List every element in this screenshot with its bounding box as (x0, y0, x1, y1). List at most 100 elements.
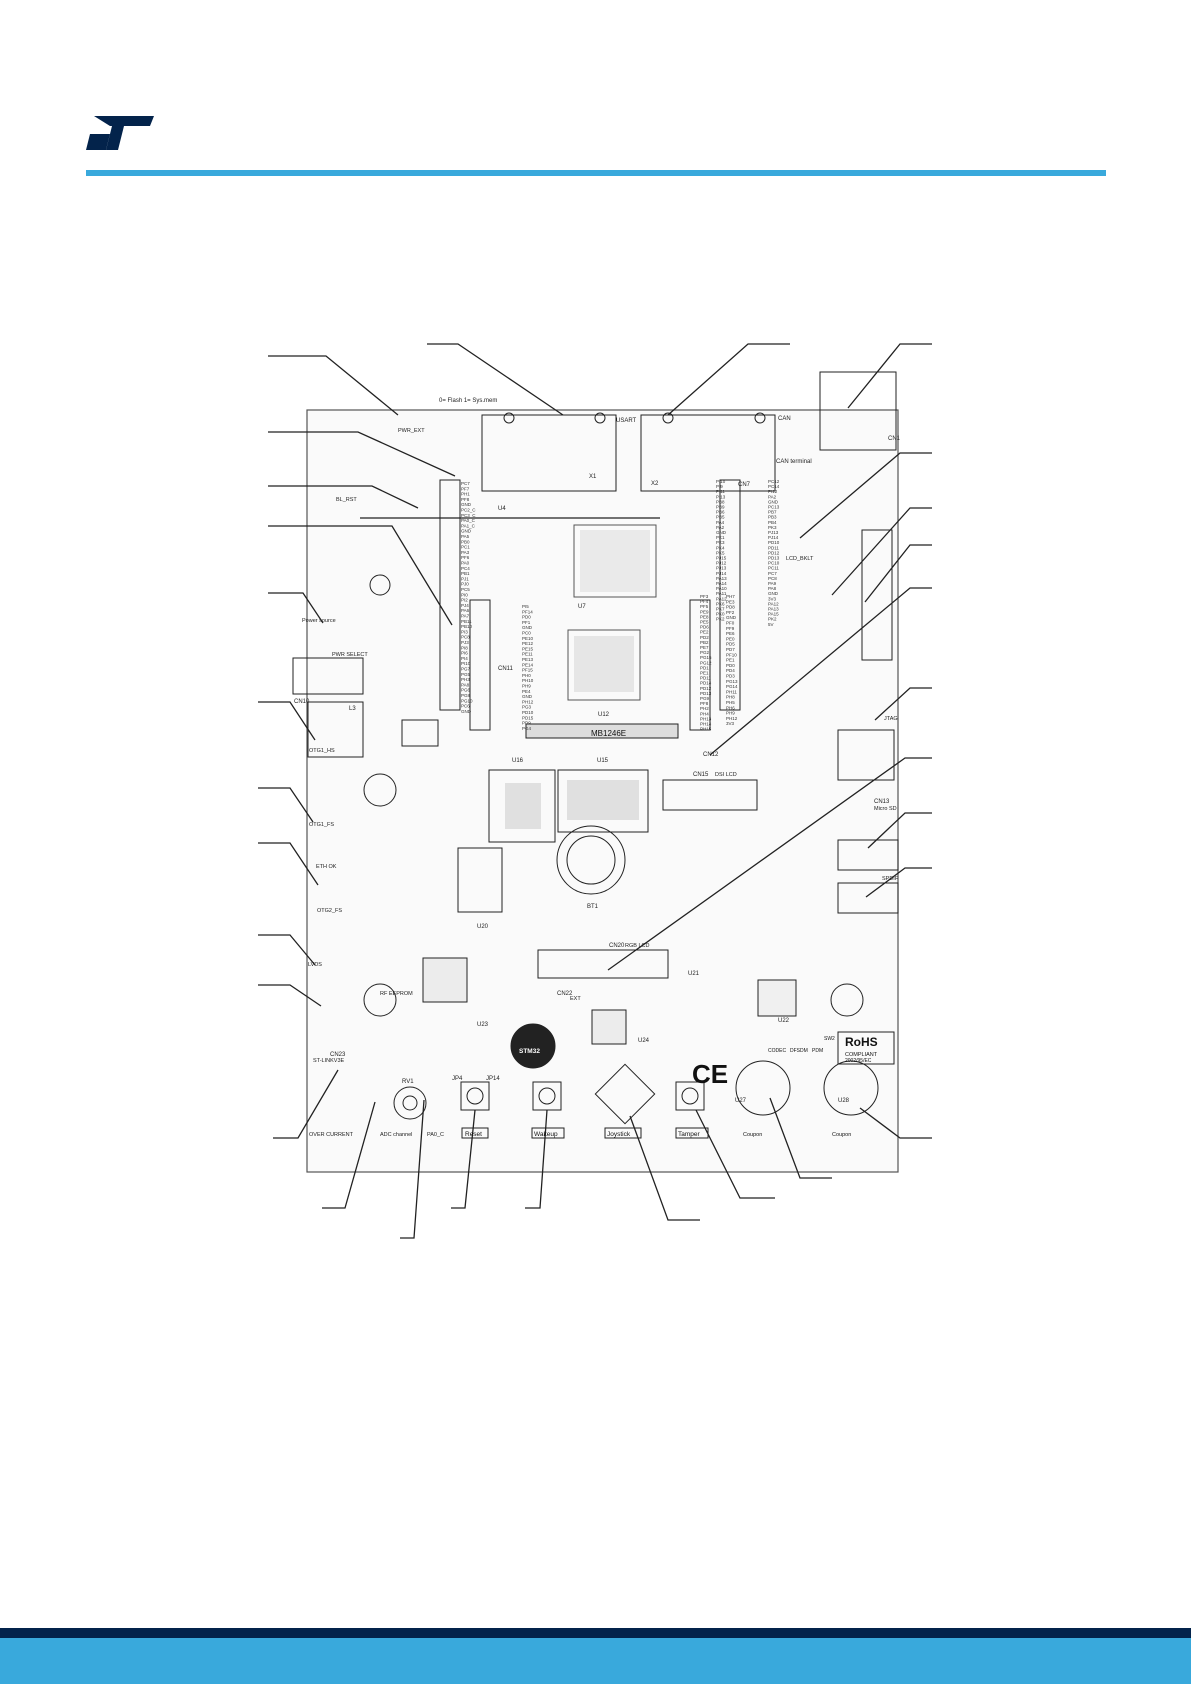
pin-label: PE4 (522, 689, 531, 694)
pin-label: PJ3 (461, 640, 469, 645)
pin-label: PJ0 (461, 582, 469, 587)
pin-label: PH11 (726, 689, 737, 694)
pin-label: PI2 (461, 598, 468, 603)
pin-label: PC11 (768, 566, 779, 571)
tag-bl-rst: BL_RST (336, 497, 357, 503)
pin-label: GND (461, 709, 472, 714)
x2-label: X2 (651, 481, 659, 487)
pin-label: PH14 (700, 722, 712, 727)
pin-label: PD5 (726, 642, 735, 647)
pin-label: PH12 (726, 716, 738, 721)
pin-label: PA12 (768, 601, 779, 606)
u7-label: U7 (578, 604, 586, 610)
pin-label: PI6 (461, 651, 468, 656)
tag-dsi-lcd: DSI LCD (715, 772, 737, 778)
pin-label: GND (461, 502, 472, 507)
pin-label: PI13 (716, 494, 726, 499)
pin-label: PB7 (768, 510, 777, 515)
pin-label: PK2 (716, 617, 725, 622)
pin-label: PI0 (461, 592, 468, 597)
pin-label: PI9 (716, 484, 723, 489)
pin-label: PH13 (700, 716, 712, 721)
pin-label: PJ15 (716, 556, 727, 561)
header-rule (86, 170, 1106, 176)
pin-label: PG9 (700, 696, 710, 701)
pin-label: PC5 (461, 587, 470, 592)
coupon-right-label: Coupon (832, 1132, 851, 1138)
pin-label: PA12 (716, 596, 727, 601)
pin-label: PD15 (522, 715, 534, 720)
can-terminal-label: CAN terminal (776, 459, 812, 465)
pin-label: PE12 (522, 641, 534, 646)
board-model-label: MB1246E (591, 729, 626, 738)
pin-label: PA11 (716, 591, 727, 596)
tag-otg1-hs: OTG1_HS (309, 748, 335, 754)
cn1-label: CN1 (888, 436, 901, 442)
pin-label: PA5 (461, 534, 470, 539)
pin-label: PE1 (726, 658, 735, 663)
tag-micro-sd: Micro SD (874, 806, 897, 812)
pin-label: 5V (768, 622, 774, 627)
pin-label: PA8 (768, 586, 777, 591)
pin-label: PC2_C (461, 508, 476, 513)
pin-label: PF0 (726, 621, 735, 626)
pin-label: PE11 (522, 652, 533, 657)
pin-label: GND (716, 530, 727, 535)
pin-label: PG7 (461, 667, 471, 672)
pin-label: PB3 (768, 515, 777, 520)
pin-label: GND (522, 625, 533, 630)
svg-text:COMPLIANT: COMPLIANT (845, 1052, 878, 1058)
pin-label: 3V3 (726, 721, 735, 726)
pin-label: PH7 (726, 594, 735, 599)
pin-label: PI4 (461, 656, 468, 661)
pin-label: PC0 (522, 631, 531, 636)
jp4-label: JP4 (452, 1076, 463, 1082)
usart-label: USART (616, 418, 637, 424)
pin-label: PC10 (768, 561, 780, 566)
cn10-label: CN10 (294, 699, 310, 705)
pin-label: PJ4 (461, 603, 469, 608)
u4-label: U4 (498, 506, 506, 512)
pin-label: PG3 (522, 705, 532, 710)
pin-label: PB6 (716, 510, 725, 515)
u15-label: U15 (597, 758, 609, 764)
pin-label: PK7 (716, 607, 725, 612)
sw2-label: SW2 (824, 1036, 835, 1042)
pin-label: PG13 (726, 679, 738, 684)
pin-label: PA4 (716, 520, 725, 525)
pin-label: PK0 (716, 612, 725, 617)
boot-switch-label: 0= Flash 1= Sys.mem (439, 398, 497, 404)
u12-label: U12 (598, 712, 610, 718)
pin-label: 3V3 (768, 596, 777, 601)
ce-mark: CE (692, 1059, 728, 1089)
pin-label: PA13 (716, 576, 727, 581)
pin-label: PE5 (700, 620, 709, 625)
pin-label: PC6 (461, 704, 470, 709)
tag-pwr-select: PWR SELECT (332, 652, 368, 658)
tag-over-current: OVER CURRENT (309, 1132, 354, 1138)
pin-label: PC8 (768, 576, 777, 581)
pin-label: PF7 (461, 486, 470, 491)
pin-label: PB4 (768, 520, 777, 525)
pin-label: PI5 (522, 604, 529, 609)
pin-label: PH5 (726, 700, 735, 705)
pin-label: PH2 (700, 706, 709, 711)
pin-label: PD2 (700, 635, 709, 640)
pin-label: PI8 (461, 645, 468, 650)
pin-label: PA2 (716, 525, 725, 530)
pin-label: PG10 (461, 698, 473, 703)
pin-label: PH0 (522, 673, 531, 678)
u20-label: U20 (477, 924, 489, 930)
pin-label: PF1 (522, 620, 531, 625)
pin-label: PE8 (700, 614, 709, 619)
pin-label: PE9 (700, 609, 709, 614)
pin-label: PD3 (726, 674, 735, 679)
pin-label: PE13 (522, 657, 534, 662)
pin-label: PD11 (700, 676, 711, 681)
pin-label: PK1 (716, 535, 725, 540)
pin-label: PI12 (768, 489, 778, 494)
u22-label: U22 (778, 1018, 790, 1024)
pin-label: GND (726, 615, 737, 620)
pin-label: PC7 (768, 571, 777, 576)
u28-label: U28 (838, 1098, 850, 1104)
